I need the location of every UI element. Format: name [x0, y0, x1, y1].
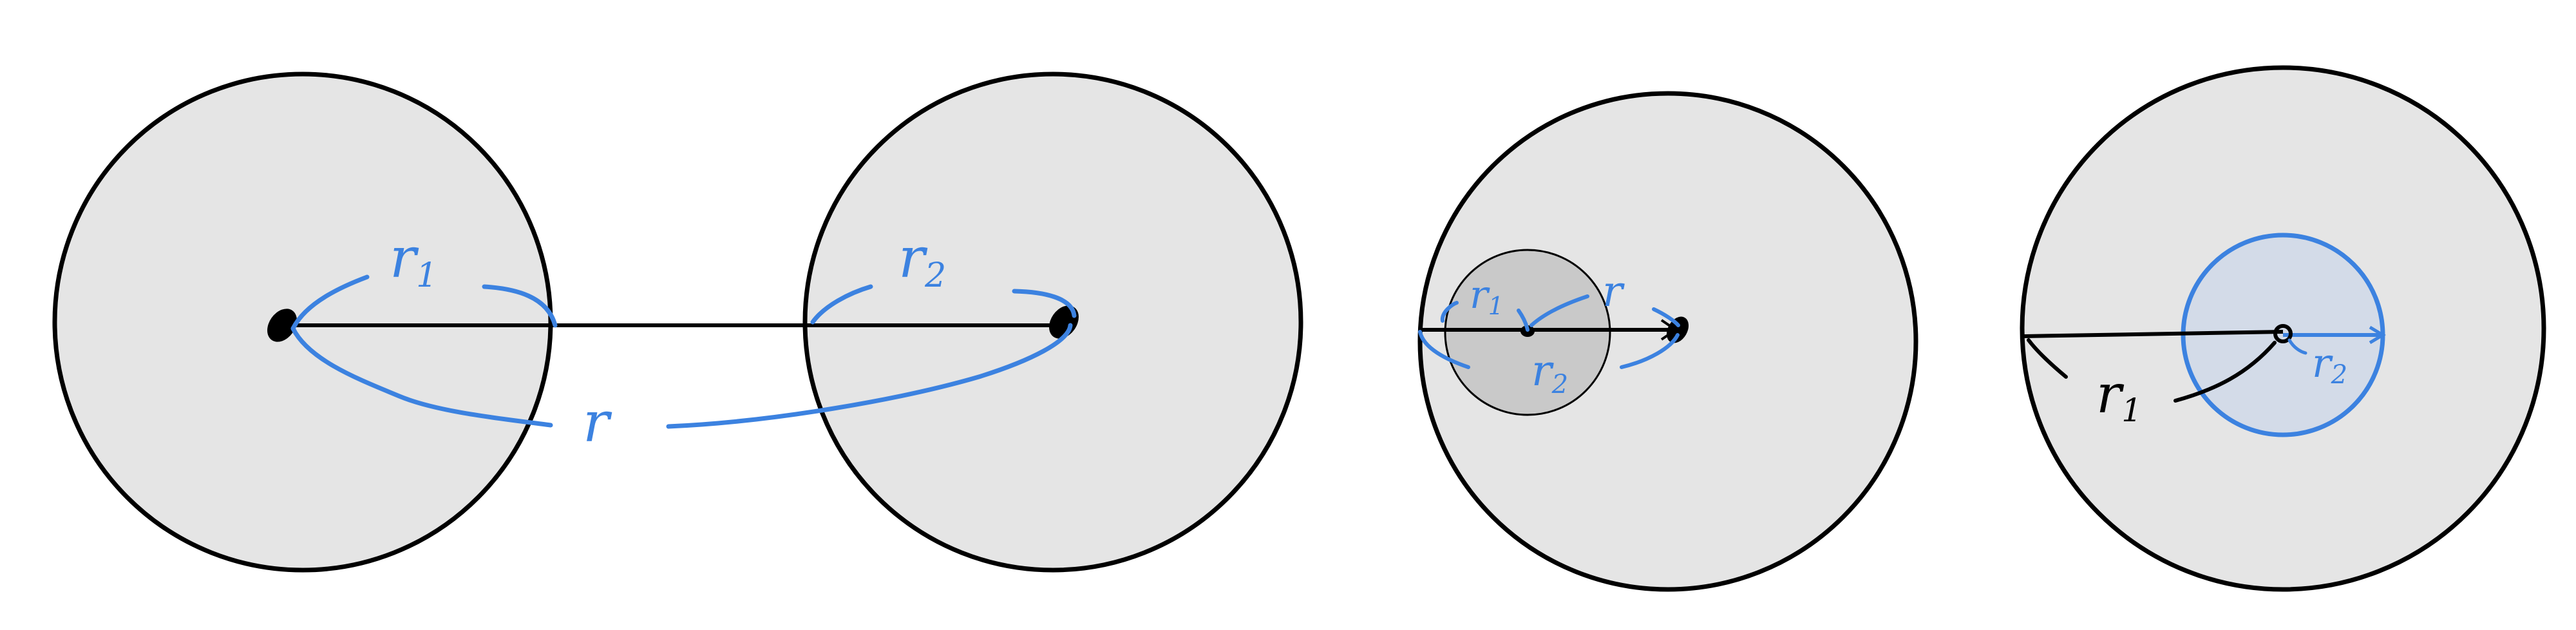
r1-label: r1: [2096, 364, 2142, 429]
r1-bracket-right: [2174, 341, 2277, 403]
r1-bracket-left: [1440, 301, 1459, 323]
r1-bracket-left: [290, 274, 370, 331]
panel-inside-sphere: r1 r2: [2020, 65, 2546, 592]
outer-point-dot: [1666, 316, 1689, 343]
r-bracket-right: [1652, 307, 1680, 327]
r2-bracket-left: [1418, 330, 1470, 369]
r-label: r: [1602, 267, 1625, 316]
r1-bracket-right: [1517, 309, 1530, 332]
panel-overlapping-spheres: r1 r r2: [1417, 91, 1918, 592]
r-bracket-right: [666, 323, 1073, 429]
r2-label: r2: [898, 226, 946, 295]
r-bracket-left: [1530, 294, 1589, 327]
left-center-dot: [267, 309, 297, 342]
center-dot: [2273, 324, 2293, 343]
r1-bracket-right: [482, 284, 558, 328]
outer-radius-line: [2023, 330, 2284, 338]
r2-bracket-right: [1620, 333, 1680, 369]
r2-bracket-right: [1012, 289, 1077, 318]
r2-bracket-left: [810, 284, 873, 325]
r2-label: r2: [1531, 346, 1568, 399]
r-label: r: [583, 390, 612, 455]
left-sphere: [52, 72, 553, 573]
r2-bracket-left: [2287, 338, 2307, 355]
panel-separated-spheres: r1 r2 r: [52, 72, 1303, 573]
r1-bracket-left: [2027, 338, 2068, 379]
blue-radius-arrowhead: [2369, 325, 2386, 345]
r1-label: r1: [390, 226, 437, 295]
r1-label: r1: [1470, 272, 1504, 320]
outer-sphere: [1417, 91, 1918, 592]
r-bracket-left: [290, 326, 553, 428]
r2-label: r2: [2312, 339, 2347, 390]
